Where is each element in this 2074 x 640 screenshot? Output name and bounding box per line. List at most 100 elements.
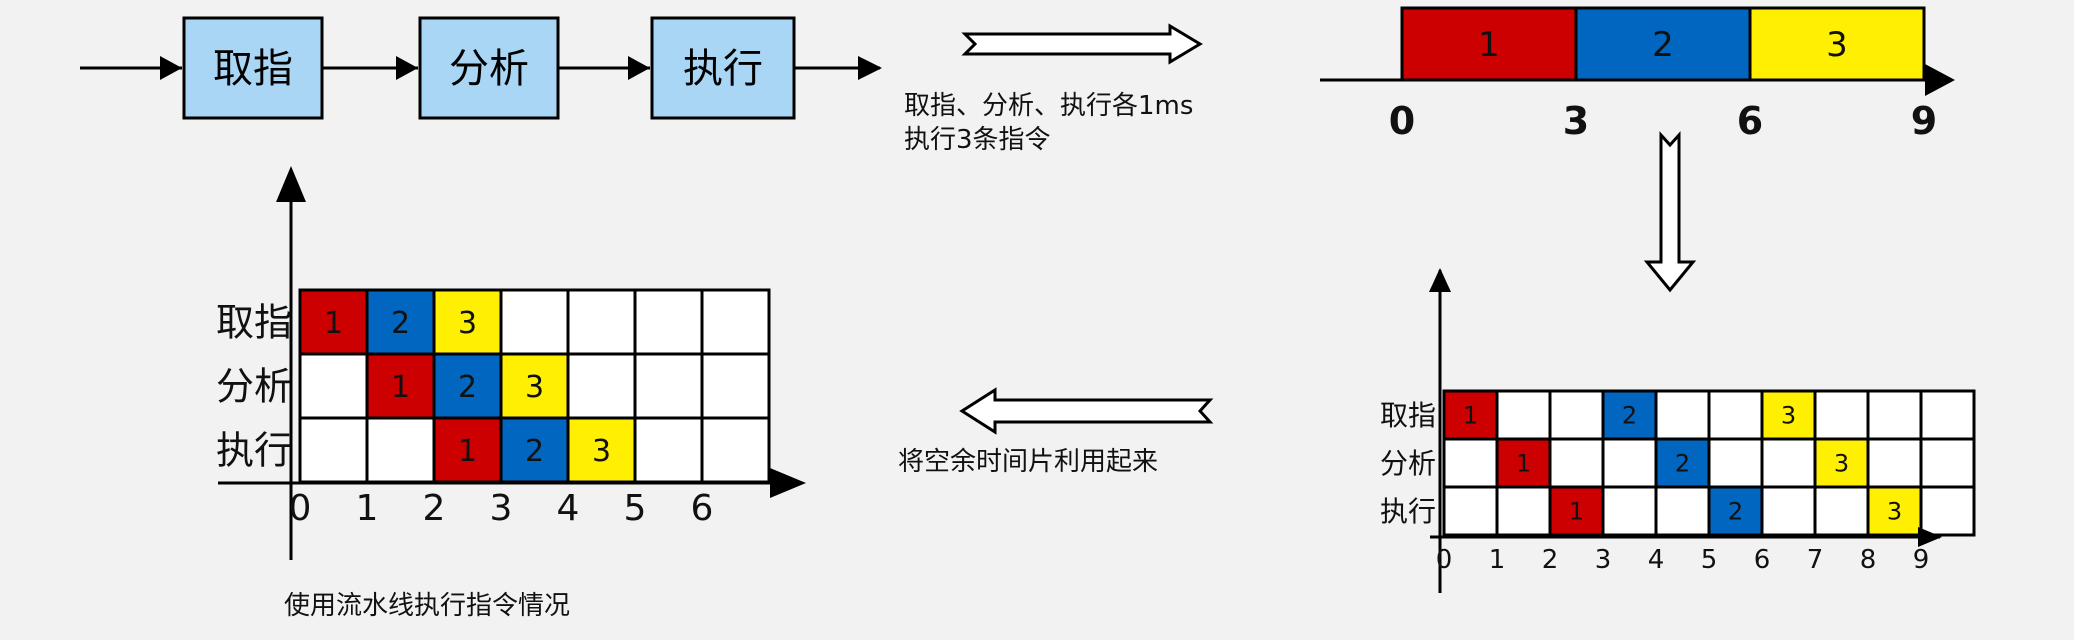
schedule-cell	[499, 416, 570, 484]
schedule-tick-label: 1	[356, 488, 379, 529]
flow-diagram: 取指 分析 执行	[80, 16, 882, 120]
schedule-cell	[1866, 485, 1923, 537]
schedule-cell	[1707, 437, 1764, 489]
schedule-row-label: 分析	[216, 365, 292, 409]
schedule-cell	[1866, 437, 1923, 489]
schedule-tick-label: 6	[691, 488, 714, 529]
schedule-cell	[700, 352, 771, 420]
flow-arrow-2-head	[628, 56, 650, 80]
stage-box-execute	[650, 16, 796, 120]
schedule-cell	[1601, 437, 1658, 489]
stage-label-decode: 分析	[449, 46, 529, 92]
schedule-tick-label: 3	[490, 488, 513, 529]
schedule-cell	[365, 416, 436, 484]
seq-y-axis-head	[1429, 268, 1451, 292]
schedule-cell	[432, 352, 503, 420]
schedule-cell	[1548, 485, 1605, 537]
schedule-cell	[1654, 485, 1711, 537]
schedule-tick-label: 5	[624, 488, 647, 529]
schedule-cell-label: 2	[1675, 450, 1690, 478]
schedule-cell	[700, 416, 771, 484]
schedule-tick-label: 3	[1595, 545, 1612, 575]
schedule-cell-label: 1	[1569, 498, 1584, 526]
schedule-cell	[1495, 389, 1552, 441]
schedule-cell	[566, 416, 637, 484]
stage-label-execute: 执行	[683, 46, 763, 92]
schedule-cell	[1760, 485, 1817, 537]
schedule-cell	[1707, 389, 1764, 441]
schedule-cell	[1813, 437, 1870, 489]
schedule-cell	[1548, 389, 1605, 441]
schedule-cell-label: 3	[1834, 450, 1849, 478]
schedule-tick-label: 6	[1754, 545, 1771, 575]
schedule-cell	[1548, 437, 1605, 489]
schedule-row-label: 取指	[1380, 399, 1436, 432]
schedule-cell	[1813, 485, 1870, 537]
schedule-cell	[1654, 389, 1711, 441]
timeline-segment	[1400, 6, 1578, 82]
schedule-tick-label: 2	[423, 488, 446, 529]
schedule-cell	[1442, 389, 1499, 441]
flow-arrow-in-head	[160, 56, 182, 80]
timeline-tick-label: 9	[1911, 99, 1937, 143]
schedule-cell	[633, 288, 704, 356]
flow-arrow-out-head	[858, 56, 882, 80]
timeline-segment	[1748, 6, 1926, 82]
schedule-cell	[1760, 437, 1817, 489]
seq-x-axis-head	[1918, 527, 1942, 547]
timeline-segment-label: 1	[1478, 25, 1500, 65]
schedule-cell-label: 3	[458, 306, 477, 341]
schedule-cell-label: 2	[391, 306, 410, 341]
stage-box-decode	[418, 16, 560, 120]
timeline-axis-head	[1925, 64, 1955, 96]
schedule-cell	[633, 352, 704, 420]
pipeline-caption: 使用流水线执行指令情况	[284, 591, 571, 621]
schedule-cell-label: 3	[1781, 402, 1796, 430]
schedule-cell	[1601, 485, 1658, 537]
schedule-cell	[1919, 389, 1976, 441]
schedule-cell-label: 1	[1463, 402, 1478, 430]
schedule-tick-label: 2	[1542, 545, 1559, 575]
schedule-tick-label: 5	[1701, 545, 1718, 575]
schedule-tick-label: 7	[1807, 545, 1824, 575]
schedule-cell	[566, 288, 637, 356]
timeline-tick-label: 6	[1737, 99, 1763, 143]
timeline-segment-label: 3	[1826, 25, 1848, 65]
schedule-tick-label: 0	[289, 488, 312, 529]
schedule-tick-label: 9	[1913, 545, 1930, 575]
flow-arrow-1-head	[396, 56, 418, 80]
schedule-cell-label: 2	[458, 370, 477, 405]
schedule-cell-label: 2	[525, 434, 544, 469]
schedule-cell	[432, 416, 503, 484]
schedule-cell-label: 3	[525, 370, 544, 405]
schedule-tick-label: 8	[1860, 545, 1877, 575]
schedule-cell	[1866, 389, 1923, 441]
schedule-cell	[700, 288, 771, 356]
stage-label-fetch: 取指	[213, 46, 293, 92]
timeline-tick-label: 0	[1389, 99, 1415, 143]
schedule-cell	[1442, 437, 1499, 489]
schedule-cell	[365, 288, 436, 356]
timeline-ticks: 0 3 6 9	[1389, 99, 1937, 143]
schedule-cell-label: 1	[458, 434, 477, 469]
schedule-cell-label: 1	[391, 370, 410, 405]
schedule-row-label: 执行	[216, 429, 292, 473]
schedule-tick-label: 4	[1648, 545, 1665, 575]
schedule-row-label: 取指	[216, 301, 292, 345]
premise-note-line2: 执行3条指令	[904, 125, 1051, 155]
timeline-tick-label: 3	[1563, 99, 1589, 143]
schedule-row-label: 分析	[1380, 447, 1436, 480]
schedule-cell	[1495, 485, 1552, 537]
schedule-cell	[499, 288, 570, 356]
schedule-cell-label: 3	[1887, 498, 1902, 526]
